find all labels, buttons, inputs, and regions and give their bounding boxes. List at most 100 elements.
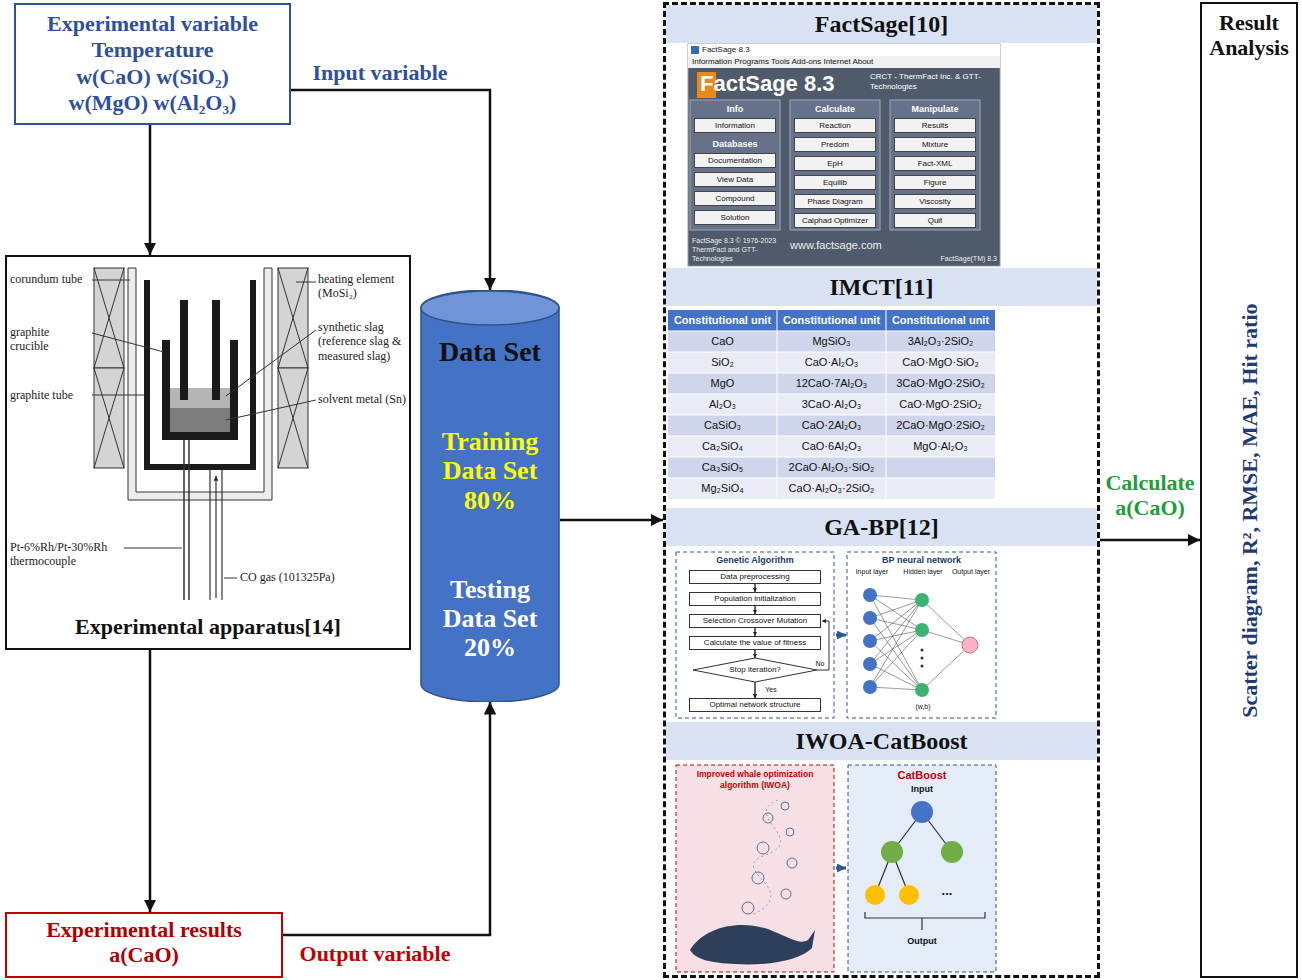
bubble [781, 802, 789, 810]
decision-diamond [693, 658, 817, 682]
button-label: Data preprocessing [689, 570, 821, 584]
annotation: FactSage 8.3 © 1976-2023 ThermFact and G… [692, 236, 782, 263]
button-panel [690, 100, 780, 230]
heating-element [94, 268, 124, 368]
metal-layer [170, 408, 230, 432]
node-label: Training Data Set 80% [424, 427, 556, 514]
annotation: Stop iteration? [705, 665, 805, 675]
tree-leaf [899, 885, 919, 905]
edge-label: Input variable [296, 60, 464, 85]
table-cell: Ca₃SiO₅ [668, 457, 777, 478]
button-label: Mixture [894, 137, 976, 152]
ga-bp-drawing [676, 552, 996, 718]
table-grid [668, 310, 995, 499]
input-neuron [863, 634, 877, 648]
table-row [668, 394, 995, 415]
annotation: CRCT - ThermFact Inc. & GTT-Technologies [870, 72, 995, 92]
flow-arrow [283, 702, 490, 935]
table-row [668, 457, 995, 478]
flow-arrow [291, 90, 490, 290]
annotation: Info [694, 103, 776, 115]
annotation: Calculate [794, 103, 876, 115]
hidden-neuron [915, 593, 929, 607]
slag-layer [170, 388, 230, 408]
furnace-drawing [92, 268, 316, 600]
table-row [668, 352, 995, 373]
thermocouple [184, 440, 189, 600]
bp-frame [847, 552, 996, 718]
node-label: Experimental apparatus[14] [75, 614, 341, 640]
table-cell: 3CaO·Al₂O₃ [777, 394, 886, 415]
ellipsis-dot [921, 649, 924, 652]
button-panel [790, 100, 880, 230]
cylinder-body [421, 290, 559, 702]
ellipsis-dot [921, 665, 924, 668]
node-label: Result Analysis [1205, 10, 1293, 61]
output-box: Experimental resultsa(CaO) [5, 912, 283, 978]
table-cell: 3Al₂O₃·2SiO₂ [886, 331, 995, 352]
button-label: Figure [894, 175, 976, 190]
button-panel [890, 100, 980, 230]
input-neuron [863, 588, 877, 602]
table-cell: Constitutional unit [777, 310, 886, 331]
node-label: IMCT[11] [666, 268, 1097, 306]
table-header [668, 310, 995, 331]
model-section: FactSage[10] [666, 5, 1097, 268]
window-body [688, 44, 1000, 266]
part-label: heating element (MoSi₂) [318, 272, 406, 301]
output-bracket [865, 912, 985, 930]
button-label: Documentation [694, 153, 776, 168]
heating-element [278, 268, 308, 368]
table-cell: SiO₂ [668, 352, 777, 373]
node-label: Experimental variable Temperature [22, 11, 283, 64]
node-label: Scatter diagram, R², RMSE, MAE, Hit rati… [1237, 303, 1262, 717]
annotation: (w,b) [903, 702, 943, 711]
flow-arrow [560, 519, 663, 522]
input-neuron [863, 611, 877, 625]
button-label: Predom [794, 137, 876, 152]
tree-leaf [865, 885, 885, 905]
bubble [742, 902, 754, 914]
table-cell: 12CaO·7Al₂O₃ [777, 373, 886, 394]
button-label: Equilib [794, 175, 876, 190]
flow-arrow [1100, 539, 1200, 542]
tree-node [881, 841, 903, 863]
output-neuron [962, 637, 978, 653]
whale [690, 925, 815, 964]
imct-table [668, 310, 995, 499]
button-label: Compound [694, 191, 776, 206]
iwoa-catboost-drawing [676, 765, 996, 972]
annotation: Hidden layer [897, 567, 949, 576]
hidden-neuron [915, 683, 929, 697]
button-label: Reaction [794, 118, 876, 133]
flow-arrow [755, 650, 756, 658]
button-label: Selection Crossover Mutation [689, 614, 821, 628]
leader-lines [92, 280, 316, 578]
annotation: Manipulate [894, 103, 976, 115]
annotation: Information Programs Tools Add-ons Inter… [692, 57, 992, 67]
dataset-cylinder: Data SetTraining Data Set 80%Testing Dat… [420, 290, 560, 702]
table-cell: MgO·Al₂O₃ [886, 436, 995, 457]
tree-branches [875, 812, 952, 895]
table-cell: CaSiO₃ [668, 415, 777, 436]
table-cell: CaO·Al₂O₃ [777, 352, 886, 373]
table-row [668, 436, 995, 457]
bubble [781, 889, 791, 899]
bubble [757, 842, 769, 854]
button-label: Calculate the value of fitness [689, 636, 821, 650]
flow-arrow [755, 606, 756, 614]
link-arrow [836, 634, 846, 637]
bubble [787, 858, 797, 868]
annotation: Databases [694, 138, 776, 150]
node-label: a(CaO) [13, 942, 275, 967]
part-label: synthetic slag (reference slag & measure… [318, 320, 406, 363]
heating-element-cross [94, 368, 124, 468]
button-label: Phase Diagram [794, 194, 876, 209]
corundum-tube [128, 268, 272, 500]
heating-element [94, 368, 124, 468]
button-label: Population initialization [689, 592, 821, 606]
annotation: FactSage(TM) 8.3 [925, 254, 997, 263]
annotation: CatBoost [848, 769, 996, 782]
table-cell: Constitutional unit [668, 310, 777, 331]
